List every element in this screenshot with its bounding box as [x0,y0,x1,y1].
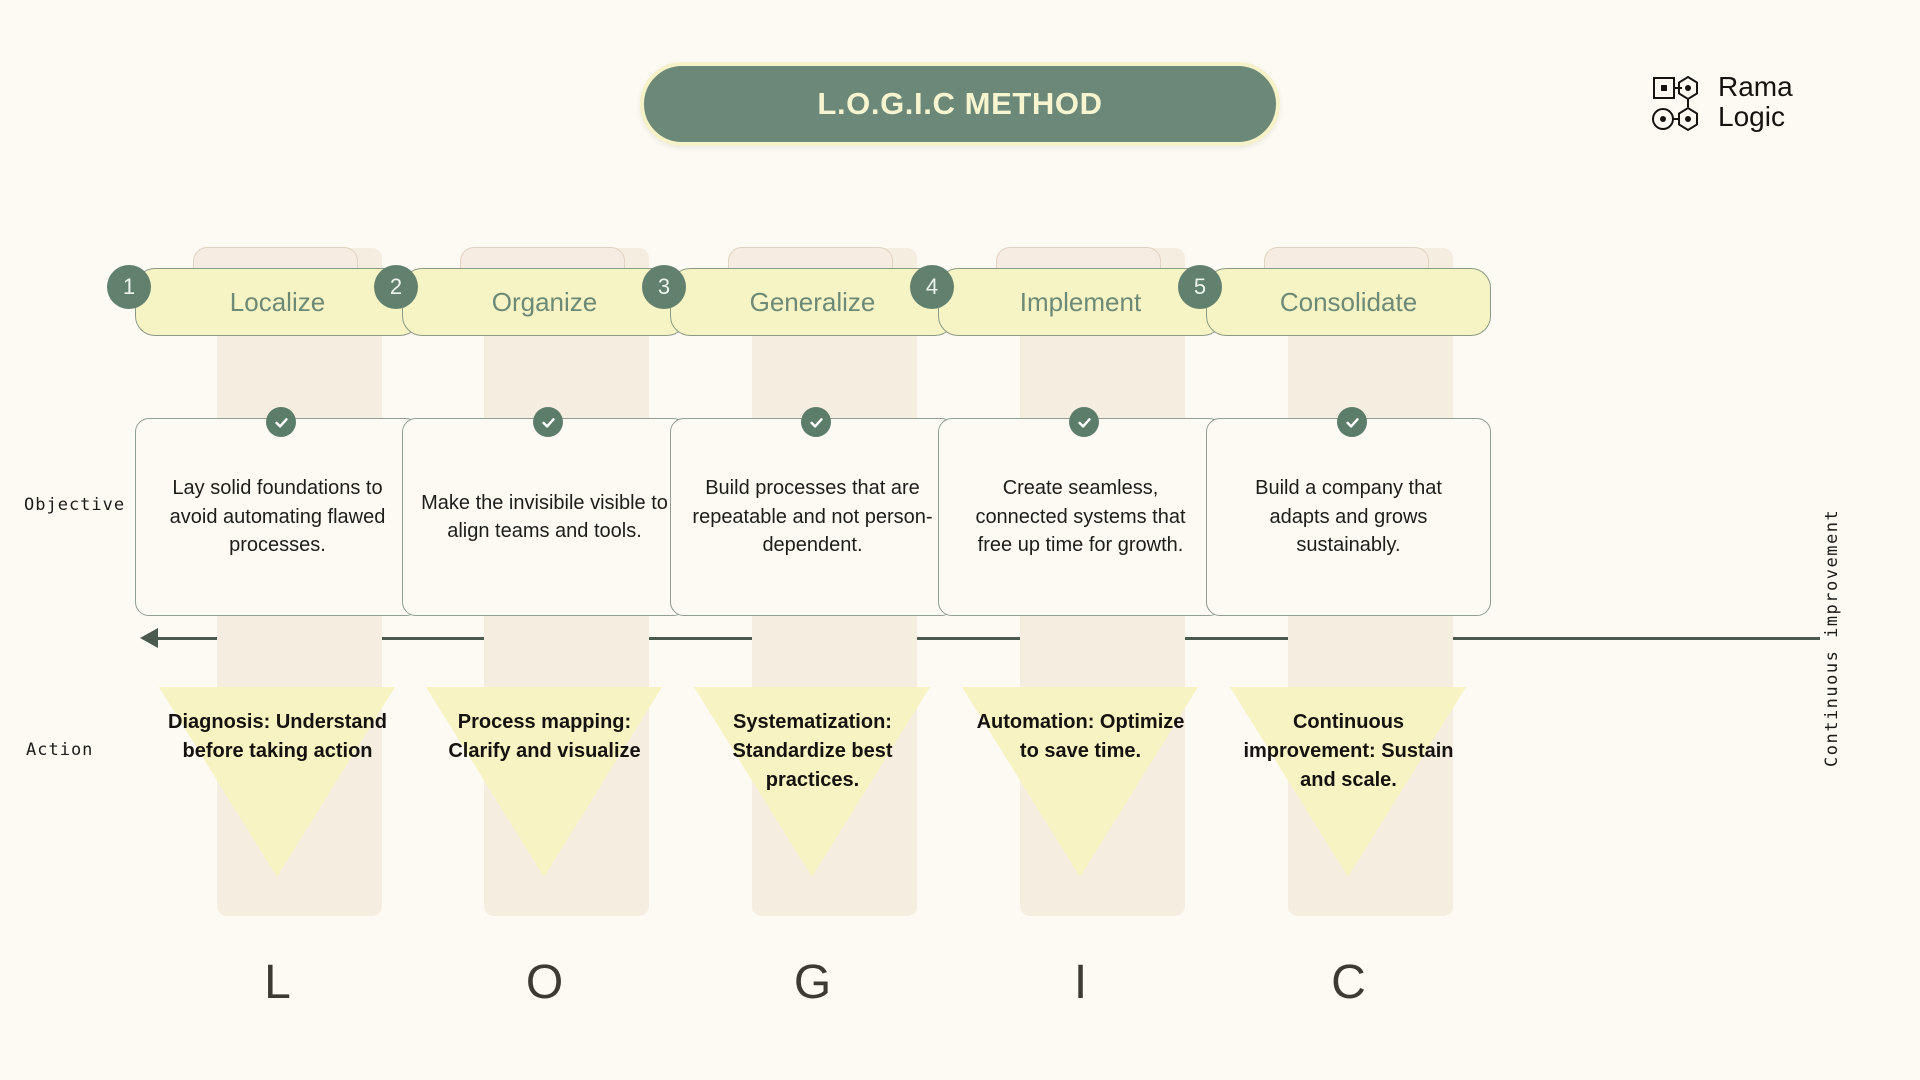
method-column: Implement 4 Create seamless, connected s… [910,0,1278,1080]
column-letter: G [793,956,832,1009]
step-title-pill[interactable]: Implement [938,268,1223,336]
page-title: L.O.G.I.C METHOD [817,86,1103,121]
check-circle-icon [266,407,296,437]
check-circle-icon [533,407,563,437]
step-number-label: 3 [657,274,671,299]
column-letter: L [264,956,291,1009]
objective-card: Make the invisibile visible to align tea… [402,418,687,616]
step-title-label: Localize [229,286,326,317]
method-column: Generalize 3 Build processes that are re… [642,0,1010,1080]
method-column: Consolidate 5 Build a company that adapt… [1178,0,1546,1080]
check-circle-icon [1337,407,1367,437]
brand-logo: Rama Logic [1652,71,1793,133]
method-title-banner: L.O.G.I.C METHOD [640,62,1280,146]
column-letter: C [1331,956,1366,1009]
action-triangle [1230,687,1466,877]
continuous-improvement-label: Continuous improvement [1822,508,1842,768]
column-letter: O [525,956,564,1009]
action-text: Continuous improvement: Sustain and scal… [1243,711,1454,791]
method-column: Organize 2 Make the invisibile visible t… [374,0,742,1080]
action-triangle [426,687,662,877]
column-letter: I [1073,956,1088,1009]
action-text: Systematization: Standardize best practi… [732,711,893,791]
objective-text: Make the invisibile visible to align tea… [421,491,668,542]
timeline-arrow-line [148,637,1820,640]
check-circle-icon [801,407,831,437]
step-title-pill[interactable]: Consolidate [1206,268,1491,336]
objective-text: Build processes that are repeatable and … [692,477,933,557]
action-text: Process mapping: Clarify and visualize [448,711,641,762]
action-triangle [694,687,930,877]
objective-card: Create seamless, connected systems that … [938,418,1223,616]
check-circle-icon [1069,407,1099,437]
step-title-label: Implement [1019,286,1142,317]
node-graph-icon [1652,76,1698,132]
objective-card: Build a company that adapts and grows su… [1206,418,1491,616]
step-number-label: 2 [389,274,403,299]
objective-text: Create seamless, connected systems that … [975,477,1186,557]
step-number-badge: 5 [1178,265,1222,309]
step-number-label: 4 [925,274,939,299]
method-column: Localize 1 Lay solid foundations to avoi… [107,0,475,1080]
step-title-pill[interactable]: Generalize [670,268,955,336]
step-title-label: Consolidate [1279,286,1418,317]
logo-text-line1: Rama [1718,71,1793,102]
step-title-label: Generalize [749,286,876,317]
step-number-badge: 1 [107,265,151,309]
step-title-label: Organize [491,286,598,317]
step-title-pill[interactable]: Localize [135,268,420,336]
objective-card: Build processes that are repeatable and … [670,418,955,616]
objective-text: Lay solid foundations to avoid automatin… [169,477,386,557]
action-text: Diagnosis: Understand before taking acti… [168,711,387,762]
step-number-badge: 4 [910,265,954,309]
objective-text: Build a company that adapts and grows su… [1255,477,1442,557]
logo-text-line2: Logic [1718,101,1785,133]
step-number-label: 5 [1193,274,1207,299]
action-triangle [159,687,395,877]
step-number-badge: 2 [374,265,418,309]
objective-card: Lay solid foundations to avoid automatin… [135,418,420,616]
row-label-objective: Objective [24,495,126,515]
action-triangle [962,687,1198,877]
step-title-pill[interactable]: Organize [402,268,687,336]
row-label-action: Action [26,740,94,760]
step-number-badge: 3 [642,265,686,309]
action-text: Automation: Optimize to save time. [976,711,1185,762]
step-number-label: 1 [122,274,136,299]
